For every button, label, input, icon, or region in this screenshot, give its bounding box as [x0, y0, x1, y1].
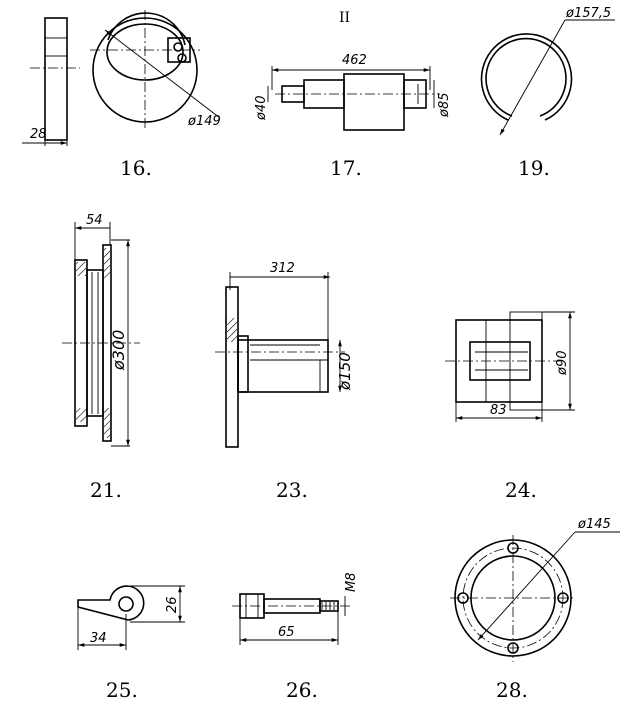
- fig24-caption: 24.: [505, 478, 537, 502]
- fig28-dim-diameter: ø145: [577, 517, 611, 532]
- figure-17: 462 ø40 ø85 17.: [254, 53, 452, 180]
- fig23-dim-length: 312: [270, 261, 295, 276]
- fig23-caption: 23.: [276, 478, 308, 502]
- figure-23: 312 ø150 23.: [215, 261, 354, 502]
- fig28-caption: 28.: [496, 678, 528, 702]
- fig19-caption: 19.: [518, 156, 550, 180]
- figure-21: 54 ø300 21.: [62, 213, 140, 502]
- fig26-dim-length: 65: [278, 625, 295, 640]
- fig26-caption: 26.: [286, 678, 318, 702]
- fig24-dim-length: 83: [490, 403, 507, 418]
- fig24-dim-diameter: ø90: [555, 351, 570, 377]
- fig21-dim-width: 54: [86, 213, 103, 228]
- figure-26: M8 65 26.: [232, 573, 359, 702]
- fig25-dim-height: 26: [165, 596, 180, 613]
- fig16-dim-diameter: ø149: [187, 114, 221, 129]
- page-mark: II: [339, 10, 350, 26]
- fig23-dim-diameter: ø150: [336, 352, 354, 391]
- fig21-dim-diameter: ø300: [109, 330, 128, 371]
- figure-25: 26 34 25.: [77, 585, 185, 702]
- fig25-dim-length: 34: [90, 631, 107, 646]
- fig21-caption: 21.: [90, 478, 122, 502]
- fig16-caption: 16.: [120, 156, 152, 180]
- fig25-caption: 25.: [106, 678, 138, 702]
- fig26-dim-thread: M8: [344, 573, 359, 593]
- figure-19: ø157,5 19.: [480, 6, 615, 180]
- fig19-dim-diameter: ø157,5: [565, 6, 611, 21]
- fig17-caption: 17.: [330, 156, 362, 180]
- fig17-dim-dia85: ø85: [437, 93, 452, 119]
- fig17-dim-dia40: ø40: [254, 96, 269, 122]
- figure-16: 28 ø149 16.: [22, 10, 221, 180]
- figure-24: ø90 83 24.: [445, 311, 575, 502]
- figure-28: ø145 28.: [450, 517, 620, 702]
- fig17-dim-length: 462: [342, 53, 367, 68]
- fig16-dim-width: 28: [30, 127, 47, 142]
